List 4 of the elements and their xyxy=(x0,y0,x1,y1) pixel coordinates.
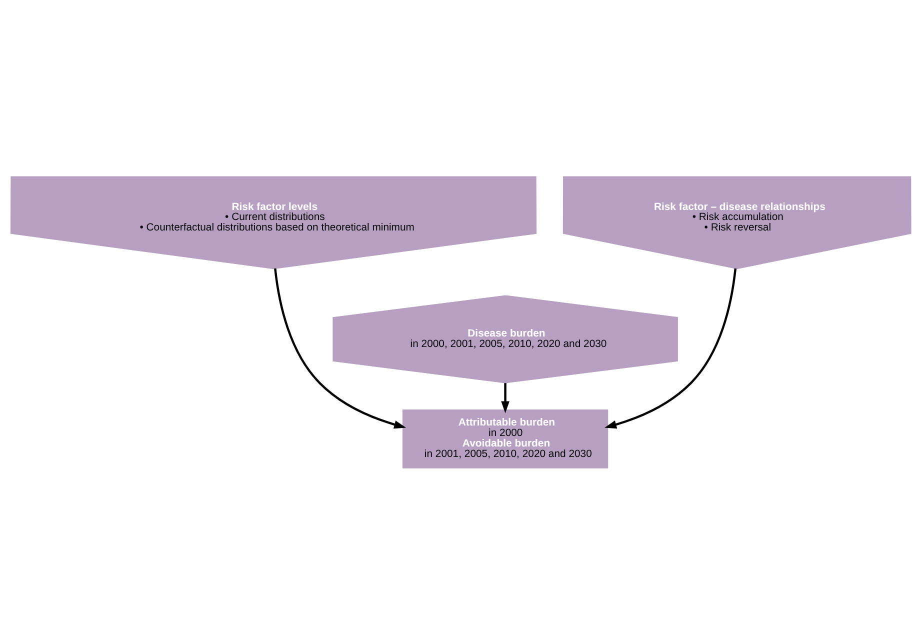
arrow xyxy=(501,382,510,413)
node-box: Attributable burden in 2000 Avoidable burden in 2001, 2005, 2010, 2020 and 2030 xyxy=(402,409,608,468)
arrow xyxy=(604,268,737,428)
arrow xyxy=(274,268,406,428)
